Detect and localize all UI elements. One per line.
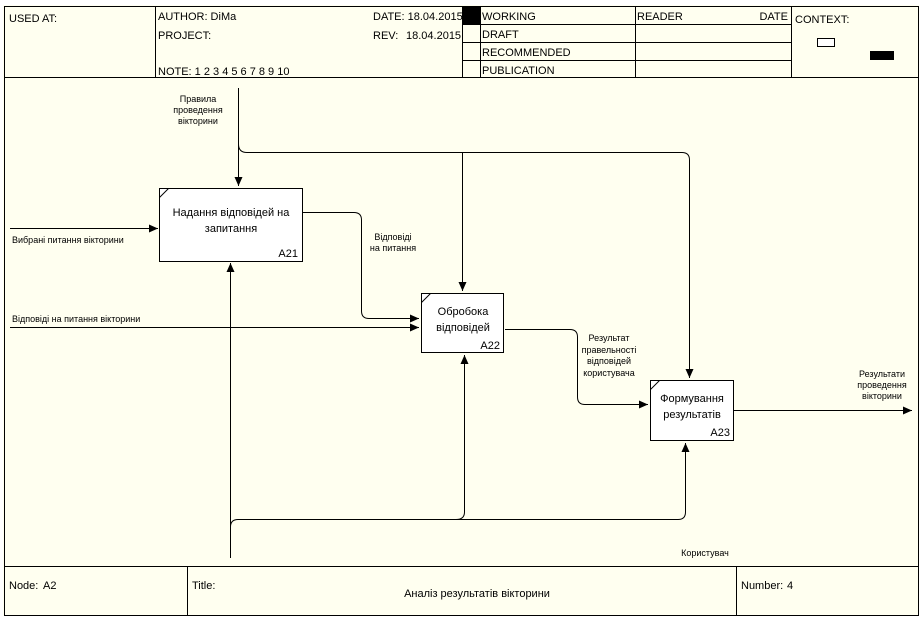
note-label: NOTE: 1 2 3 4 5 6 7 8 9 10 <box>158 66 289 78</box>
reader-date-label: DATE <box>759 11 788 23</box>
quiz-results-label-3: вікторини <box>862 391 902 401</box>
correctness-label-3: відповідей <box>587 356 631 366</box>
activity-box-a21: Надання відповідей на запитання A21 <box>159 188 303 262</box>
activity-box-a22: Обробока відповідей A22 <box>421 293 504 353</box>
a21-number: A21 <box>278 248 298 260</box>
status-publication: PUBLICATION <box>482 65 555 77</box>
arrow-user-branch <box>230 443 690 528</box>
a21-title-line-2: запитання <box>205 223 257 235</box>
project-label: PROJECT: <box>158 30 211 42</box>
author-label: AUTHOR: DiMa <box>158 11 237 23</box>
a23-title-line-2: результатів <box>663 409 721 421</box>
correctness-label-1: Результат <box>589 333 630 343</box>
a23-title-line-1: Формування <box>660 393 724 405</box>
a22-title-line-1: Обробока <box>438 306 490 318</box>
rev-value: 18.04.2015 <box>406 30 461 42</box>
correctness-label-4: користувача <box>583 368 634 378</box>
working-status-marker <box>463 7 480 24</box>
answers-to-questions-label: Відповіді на питання вікторини <box>12 314 140 324</box>
footer-block: Node: A2 Title: Аналіз результатів вікто… <box>4 566 919 616</box>
arrow-rules-branch <box>238 143 694 378</box>
correctness-label-2: правельності <box>582 345 637 355</box>
number-value: 4 <box>787 580 793 592</box>
quiz-results-label-1: Результати <box>859 369 905 379</box>
a23-number: A23 <box>710 427 730 439</box>
status-recommended: RECOMMENDED <box>482 47 571 59</box>
a21-title-line-1: Надання відповідей на <box>173 207 291 219</box>
arrow-a21-to-a22 <box>303 212 419 323</box>
node-value: A2 <box>43 580 56 592</box>
context-label: CONTEXT: <box>795 14 849 26</box>
sheet-frame <box>4 6 919 616</box>
rules-label-1: Правила <box>180 94 217 104</box>
title-label: Title: <box>192 580 215 592</box>
diagram-title: Аналіз результатів вікторини <box>404 588 550 600</box>
chosen-questions-label: Вибрані питання вікторини <box>12 235 124 245</box>
rev-label: REV: <box>373 30 398 42</box>
arrow-labels: Правила проведення вікторини Вибрані пит… <box>12 94 907 558</box>
arrow-user-to-a22 <box>455 355 469 520</box>
arrows <box>10 88 912 558</box>
node-label: Node: <box>9 580 38 592</box>
rules-label-2: проведення <box>173 105 223 115</box>
answers-internal-label-1: Відповіді <box>374 232 411 242</box>
a22-title-line-2: відповідей <box>436 322 490 334</box>
quiz-results-label-2: проведення <box>857 380 907 390</box>
context-current-box-icon <box>870 51 894 60</box>
answers-internal-label-2: на питання <box>370 243 416 253</box>
context-parent-box-icon <box>817 38 835 47</box>
used-at-label: USED AT: <box>9 13 57 25</box>
number-label: Number: <box>741 580 783 592</box>
user-label: Користувач <box>681 548 729 558</box>
a22-number: A22 <box>480 340 500 352</box>
activity-box-a23: Формування результатів A23 <box>650 380 734 441</box>
reader-label: READER <box>637 11 683 23</box>
date-label: DATE: 18.04.2015 <box>373 11 463 23</box>
rules-label-3: вікторини <box>178 116 218 126</box>
arrow-a22-to-a23 <box>505 329 648 409</box>
status-draft: DRAFT <box>482 29 519 41</box>
status-working: WORKING <box>482 11 536 23</box>
header-block: USED AT: AUTHOR: DiMa PROJECT: NOTE: 1 2… <box>4 6 919 78</box>
